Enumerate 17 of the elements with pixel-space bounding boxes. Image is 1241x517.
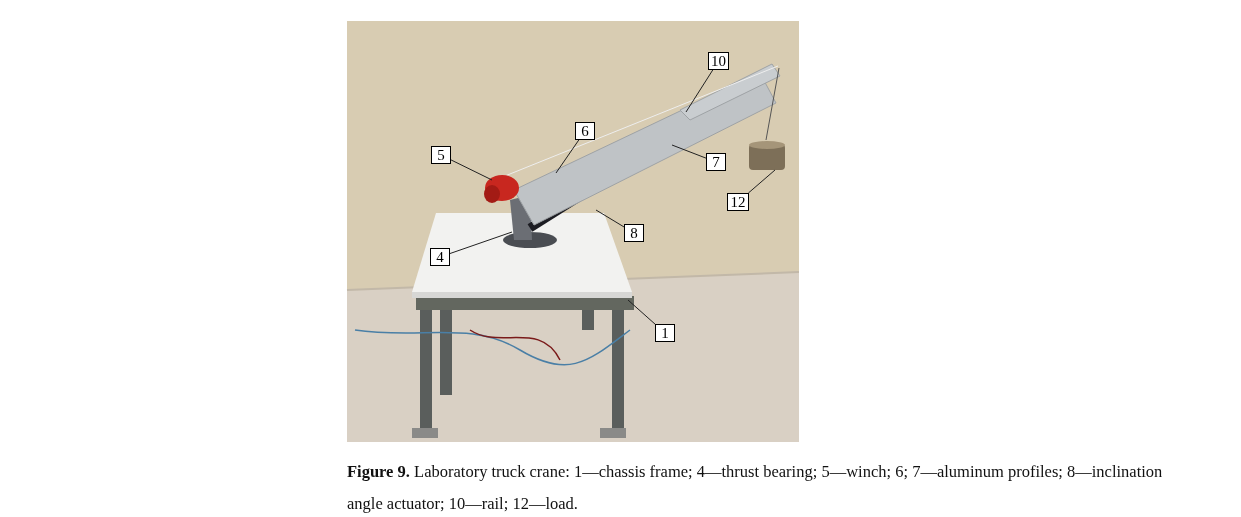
callout-number: 10 (708, 52, 729, 70)
leader-line (449, 231, 513, 255)
leader-line (595, 209, 625, 228)
leader-line (555, 139, 580, 174)
callout-number: 1 (655, 324, 675, 342)
callout-number: 4 (430, 248, 450, 266)
leader-line (450, 159, 493, 181)
leader-line (747, 169, 776, 194)
callout-number: 8 (624, 224, 644, 242)
figure-caption: Figure 9. Laboratory truck crane: 1—chassis frame; 4—thrust bearing; 5—winch; 6; 7—aluminum profiles; 8—inclination angle actuator; 10—rail; 12—load. (347, 461, 1164, 515)
callout-number: 7 (706, 153, 726, 171)
leader-line (627, 299, 656, 325)
callout-number: 6 (575, 122, 595, 140)
leader-line (671, 144, 707, 159)
callout-number: 5 (431, 146, 451, 164)
callout-number: 12 (727, 193, 749, 211)
leader-line (685, 69, 714, 113)
